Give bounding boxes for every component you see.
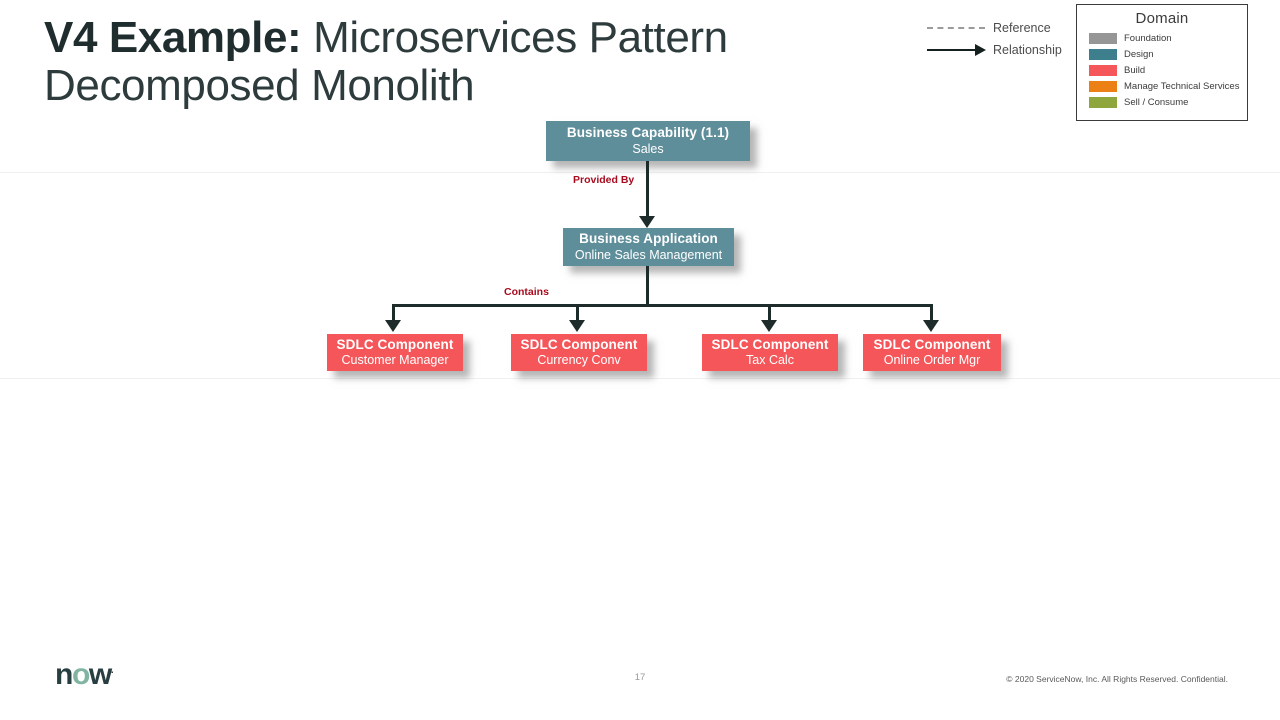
- divider-rule-top: [0, 172, 1280, 173]
- connector-contains-bus: [392, 304, 932, 307]
- node-sdlc-currency-conv-type: SDLC Component: [520, 336, 638, 352]
- node-sdlc-currency-conv[interactable]: SDLC Component Currency Conv: [511, 334, 647, 371]
- connector-drop-customer-manager: [392, 304, 395, 326]
- node-sdlc-tax-calc-type: SDLC Component: [711, 336, 829, 352]
- node-sdlc-customer-manager-type: SDLC Component: [336, 336, 454, 352]
- node-sdlc-tax-calc[interactable]: SDLC Component Tax Calc: [702, 334, 838, 371]
- node-sdlc-customer-manager[interactable]: SDLC Component Customer Manager: [327, 334, 463, 371]
- connector-drop-currency-conv: [576, 304, 579, 326]
- arrowhead-online-order-mgr: [923, 320, 939, 332]
- swatch-build: [1089, 64, 1117, 76]
- connector-drop-online-order-mgr: [930, 304, 933, 326]
- domain-legend-item-manage-technical-services: Manage Technical Services: [1077, 78, 1247, 94]
- node-sdlc-online-order-mgr-name: Online Order Mgr: [883, 353, 981, 368]
- logo-letter-w: w: [88, 658, 112, 691]
- node-business-capability-name: Sales: [632, 141, 664, 156]
- servicenow-logo: now.: [55, 660, 114, 690]
- node-sdlc-online-order-mgr-type: SDLC Component: [873, 336, 991, 352]
- swatch-manage-technical-services: [1089, 80, 1117, 92]
- edge-label-provided-by: Provided By: [573, 174, 635, 186]
- legend-label-relationship: Relationship: [993, 43, 1062, 57]
- title-remainder: Microservices Pattern: [301, 13, 728, 62]
- arrowhead-tax-calc: [761, 320, 777, 332]
- node-business-application-name: Online Sales Management: [574, 247, 723, 262]
- legend-row-reference: Reference: [925, 17, 1065, 39]
- connector-capability-to-application: [646, 161, 649, 224]
- node-sdlc-customer-manager-name: Customer Manager: [341, 353, 449, 368]
- title-line-1: V4 Example: Microservices Pattern: [44, 14, 824, 62]
- domain-legend-item-build: Build: [1077, 62, 1247, 78]
- domain-label-sell-consume: Sell / Consume: [1124, 96, 1189, 108]
- domain-legend-item-foundation: Foundation: [1077, 30, 1247, 46]
- domain-legend-item-design: Design: [1077, 46, 1247, 62]
- node-sdlc-online-order-mgr[interactable]: SDLC Component Online Order Mgr: [863, 334, 1001, 371]
- page-number: 17: [634, 672, 646, 683]
- domain-label-build: Build: [1124, 64, 1146, 76]
- legend-row-relationship: Relationship: [925, 39, 1065, 61]
- arrowhead-capability-to-application: [639, 216, 655, 228]
- node-business-application[interactable]: Business Application Online Sales Manage…: [563, 228, 734, 266]
- arrowhead-customer-manager: [385, 320, 401, 332]
- edge-label-contains: Contains: [504, 286, 549, 298]
- title-line-2: Decomposed Monolith: [44, 60, 475, 110]
- domain-label-manage-technical-services: Manage Technical Services: [1124, 80, 1240, 92]
- domain-legend-title: Domain: [1135, 10, 1189, 27]
- swatch-sell-consume: [1089, 96, 1117, 108]
- arrow-legend: Reference Relationship: [925, 17, 1065, 61]
- swatch-foundation: [1089, 32, 1117, 44]
- logo-letter-n: n: [55, 658, 73, 691]
- domain-label-foundation: Foundation: [1124, 32, 1172, 44]
- solid-arrow-icon: [925, 43, 987, 57]
- copyright-notice: © 2020 ServiceNow, Inc. All Rights Reser…: [1006, 674, 1228, 684]
- connector-application-stem: [646, 266, 649, 306]
- arrowhead-currency-conv: [569, 320, 585, 332]
- node-sdlc-currency-conv-name: Currency Conv: [537, 353, 621, 368]
- dashed-line-icon: [925, 21, 987, 35]
- domain-legend-item-sell-consume: Sell / Consume: [1077, 94, 1247, 110]
- node-business-application-type: Business Application: [579, 231, 718, 247]
- domain-legend-box: Domain Foundation Design Build Manage Te…: [1076, 4, 1248, 121]
- node-business-capability-type: Business Capability (1.1): [566, 125, 730, 141]
- title-emphasis: V4 Example:: [44, 13, 302, 62]
- swatch-design: [1089, 48, 1117, 60]
- node-sdlc-tax-calc-name: Tax Calc: [746, 353, 794, 368]
- page-title: V4 Example: Microservices Pattern Decomp…: [44, 14, 824, 109]
- logo-trademark: .: [110, 665, 114, 676]
- domain-label-design: Design: [1124, 48, 1154, 60]
- legend-label-reference: Reference: [993, 21, 1051, 35]
- divider-rule-bottom: [0, 378, 1280, 379]
- connector-drop-tax-calc: [768, 304, 771, 326]
- node-business-capability[interactable]: Business Capability (1.1) Sales: [546, 121, 750, 161]
- logo-letter-o: o: [71, 658, 90, 691]
